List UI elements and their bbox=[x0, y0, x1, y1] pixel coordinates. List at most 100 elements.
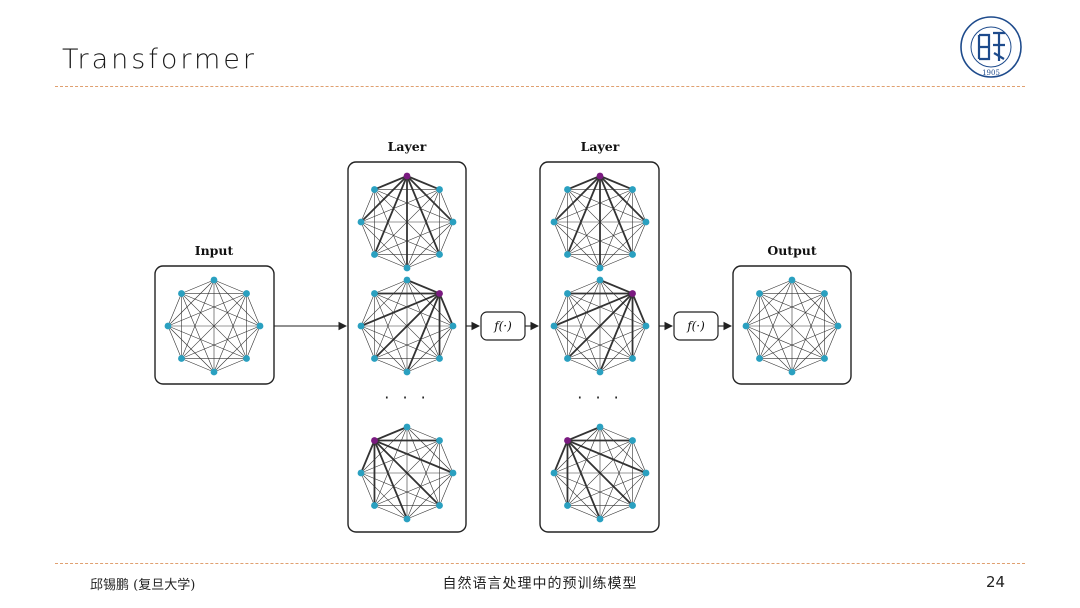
graph-edge bbox=[759, 279, 793, 359]
graph-edge bbox=[360, 293, 375, 327]
bottom-divider bbox=[55, 563, 1025, 564]
graph-node bbox=[403, 515, 411, 523]
graph-edge bbox=[553, 325, 633, 359]
graph-edge bbox=[567, 189, 647, 223]
graph-node bbox=[403, 276, 411, 284]
graph-node bbox=[436, 355, 443, 362]
graph-edge bbox=[439, 472, 454, 506]
graph-edge bbox=[599, 189, 633, 269]
graph-edge bbox=[439, 325, 454, 359]
output-label: Output bbox=[767, 243, 817, 258]
graph-node bbox=[371, 355, 378, 362]
graph-node bbox=[596, 423, 604, 431]
graph-node bbox=[642, 218, 650, 226]
graph-node bbox=[596, 368, 604, 376]
graph-edge bbox=[791, 358, 825, 373]
graph-edge bbox=[791, 279, 825, 359]
graph-edge bbox=[373, 439, 441, 507]
graph-edge bbox=[567, 189, 633, 255]
graph-edge bbox=[759, 279, 793, 294]
graph-edge bbox=[373, 440, 408, 520]
graph-node bbox=[243, 355, 250, 362]
graph-node bbox=[756, 290, 763, 297]
graph-edge bbox=[759, 293, 825, 359]
layer2-ellipsis: · · · bbox=[577, 388, 622, 407]
graph-edge bbox=[439, 221, 454, 255]
graph-edge bbox=[181, 279, 215, 359]
graph-edge bbox=[631, 293, 647, 327]
graph-node bbox=[436, 186, 443, 193]
graph-node bbox=[164, 322, 172, 330]
graph-edge bbox=[791, 279, 825, 294]
graph-edge bbox=[167, 325, 182, 359]
graph-edge bbox=[374, 254, 408, 269]
graph-edge bbox=[567, 254, 601, 269]
graph-node bbox=[596, 515, 604, 523]
graph-node bbox=[178, 290, 185, 297]
graph-edge bbox=[553, 221, 568, 255]
graph-node bbox=[357, 469, 365, 477]
graph-node bbox=[550, 469, 558, 477]
layer1-ellipsis: · · · bbox=[384, 388, 429, 407]
graph-edge bbox=[553, 472, 568, 506]
graph-edge bbox=[181, 279, 215, 294]
graph-edge bbox=[374, 221, 454, 255]
graph-node bbox=[788, 276, 796, 284]
graph-edge bbox=[360, 189, 440, 223]
graph-node bbox=[371, 290, 378, 297]
graph-edge bbox=[599, 426, 633, 441]
graph-edge bbox=[759, 358, 793, 373]
graph-edge bbox=[167, 293, 247, 327]
fudan-university-seal-icon: 1905 bbox=[960, 16, 1022, 78]
graph-edge bbox=[553, 325, 568, 359]
graph-edge bbox=[181, 325, 261, 359]
graph-edge bbox=[374, 358, 408, 373]
layer1-graph-3 bbox=[357, 423, 457, 523]
graph-edge bbox=[213, 293, 247, 373]
graph-edge bbox=[759, 293, 839, 327]
graph-node bbox=[564, 251, 571, 258]
graph-node bbox=[449, 322, 457, 330]
graph-node bbox=[642, 469, 650, 477]
graph-edge bbox=[167, 325, 215, 373]
graph-edge bbox=[439, 189, 454, 223]
graph-node bbox=[596, 264, 604, 272]
graph-node bbox=[629, 251, 636, 258]
graph-edge bbox=[599, 279, 633, 295]
graph-edge bbox=[246, 293, 261, 327]
graph-edge bbox=[632, 472, 647, 506]
graph-edge bbox=[567, 293, 633, 359]
graph-node bbox=[564, 502, 571, 509]
highlighted-node bbox=[436, 290, 443, 297]
graph-edge bbox=[553, 292, 633, 327]
input-label: Input bbox=[195, 243, 234, 258]
function2-label: f(·) bbox=[686, 319, 705, 333]
graph-edge bbox=[374, 189, 454, 223]
graph-node bbox=[178, 355, 185, 362]
graph-node bbox=[371, 502, 378, 509]
graph-node bbox=[436, 502, 443, 509]
graph-edge bbox=[406, 440, 440, 520]
graph-node bbox=[550, 322, 558, 330]
graph-node bbox=[403, 368, 411, 376]
layer1-graph-1 bbox=[357, 172, 457, 272]
graph-edge bbox=[374, 189, 408, 269]
layer1-graph-2 bbox=[357, 276, 457, 376]
output-graph bbox=[742, 276, 842, 376]
graph-edge bbox=[360, 325, 375, 359]
highlighted-node bbox=[403, 172, 411, 180]
graph-edge bbox=[374, 426, 408, 442]
graph-edge bbox=[599, 358, 633, 373]
top-divider bbox=[55, 86, 1025, 87]
graph-edge bbox=[553, 472, 601, 520]
graph-node bbox=[436, 251, 443, 258]
graph-edge bbox=[745, 325, 760, 359]
graph-edge bbox=[567, 221, 647, 255]
graph-edge bbox=[824, 325, 839, 359]
graph-edge bbox=[599, 175, 634, 255]
graph-edge bbox=[599, 254, 633, 269]
graph-edge bbox=[406, 175, 441, 255]
graph-edge bbox=[167, 293, 182, 327]
graph-edge bbox=[360, 221, 375, 255]
